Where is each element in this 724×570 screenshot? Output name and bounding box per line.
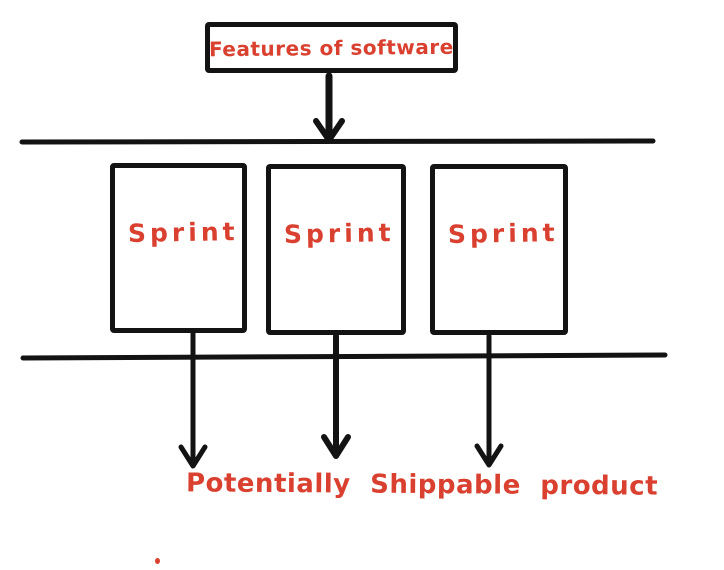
bottom-timeline-line (20, 352, 668, 361)
sprint-box-1: Sprint (110, 163, 247, 333)
sprint-box-label: Sprint (283, 218, 395, 249)
arrow-down-icon (178, 330, 208, 469)
shippable-product-caption: Potentially Shippable product (185, 468, 659, 502)
features-box-label: Features of software (209, 34, 454, 61)
arrow-down-icon (474, 333, 504, 468)
features-box: Features of software (205, 22, 458, 73)
top-timeline-line (19, 138, 656, 145)
arrow-down-icon (321, 333, 351, 459)
sprint-box-label: Sprint (447, 218, 559, 249)
sprint-box-2: Sprint (266, 164, 406, 335)
sprint-box-label: Sprint (127, 217, 239, 248)
stray-dot-mark (155, 558, 160, 564)
arrow-down-icon (313, 72, 345, 143)
sprint-box-3: Sprint (430, 164, 568, 335)
